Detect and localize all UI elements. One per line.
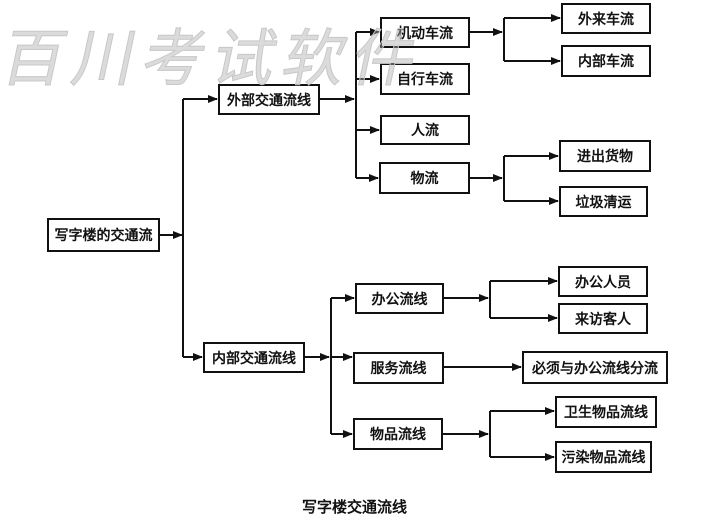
node-root: 写字楼的交通流 <box>47 218 160 252</box>
node-clean-goods: 卫生物品流线 <box>555 396 657 428</box>
node-goods-line: 物品流线 <box>353 418 443 450</box>
node-dirty-goods: 污染物品流线 <box>555 441 652 473</box>
node-pedestrian: 人流 <box>380 115 470 145</box>
node-bicycle: 自行车流 <box>380 63 470 95</box>
node-inside-vehicles: 内部车流 <box>561 45 651 77</box>
node-motor: 机动车流 <box>380 17 470 48</box>
node-service-line: 服务流线 <box>353 352 444 384</box>
node-logistics: 物流 <box>379 162 470 194</box>
node-office-line: 办公流线 <box>355 283 444 314</box>
node-visitors: 来访客人 <box>558 303 648 334</box>
node-goods-in-out: 进出货物 <box>559 140 651 172</box>
node-external: 外部交通流线 <box>218 84 320 115</box>
node-separate: 必须与办公流线分流 <box>522 351 668 384</box>
node-internal: 内部交通流线 <box>203 342 305 373</box>
diagram-caption: 写字楼交通流线 <box>301 498 407 516</box>
node-office-staff: 办公人员 <box>558 266 648 297</box>
node-outside-vehicles: 外来车流 <box>561 3 651 34</box>
node-garbage: 垃圾清运 <box>559 186 648 217</box>
